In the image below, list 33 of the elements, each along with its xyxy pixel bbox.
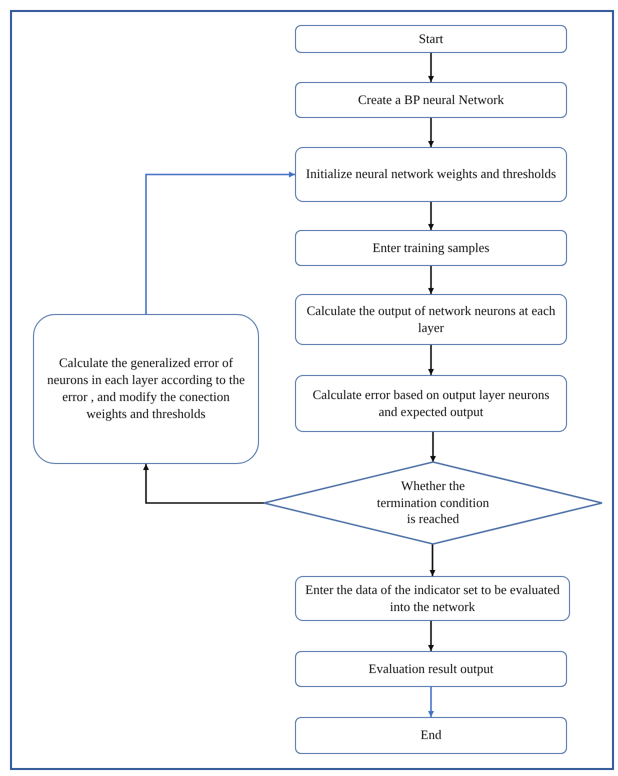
arrow [428, 687, 434, 717]
node-text: Enter the data of the indicator set to be evaluated into the network [304, 582, 561, 616]
node-text: Initialize neural network weights and thresholds [306, 166, 556, 183]
node-text: Create a BP neural Network [358, 92, 504, 108]
process-box [295, 147, 567, 202]
process-box [295, 651, 567, 687]
node-text: Calculate the generalized error of neurons in each layer according to the error , and modify the conection weights and thresholds [46, 355, 246, 423]
process-box [295, 25, 567, 53]
process-box [295, 717, 567, 754]
arrow [145, 172, 295, 314]
arrow [428, 345, 434, 375]
arrow [430, 432, 436, 462]
process-box [295, 576, 570, 621]
node-text: End [420, 727, 442, 744]
process-box [295, 294, 567, 345]
arrow [430, 544, 436, 576]
process-box [295, 230, 567, 266]
decision-diamond [264, 462, 602, 544]
node-text: Enter training samples [372, 240, 490, 256]
arrow [428, 621, 434, 651]
node-text: Start [418, 30, 444, 48]
process-box [295, 82, 567, 118]
node-text: Calculate error based on output layer neurons and expected output [312, 386, 550, 420]
node-text: Evaluation result output [368, 660, 494, 678]
process-box [33, 314, 259, 464]
process-box [295, 375, 567, 432]
arrow [428, 53, 434, 82]
node-text: Whether the termination condition is reached [376, 478, 490, 528]
arrow [428, 266, 434, 294]
node-text: Calculate the output of network neurons at each layer [306, 302, 556, 336]
arrow [428, 202, 434, 230]
arrow [428, 118, 434, 147]
arrow [143, 464, 264, 504]
